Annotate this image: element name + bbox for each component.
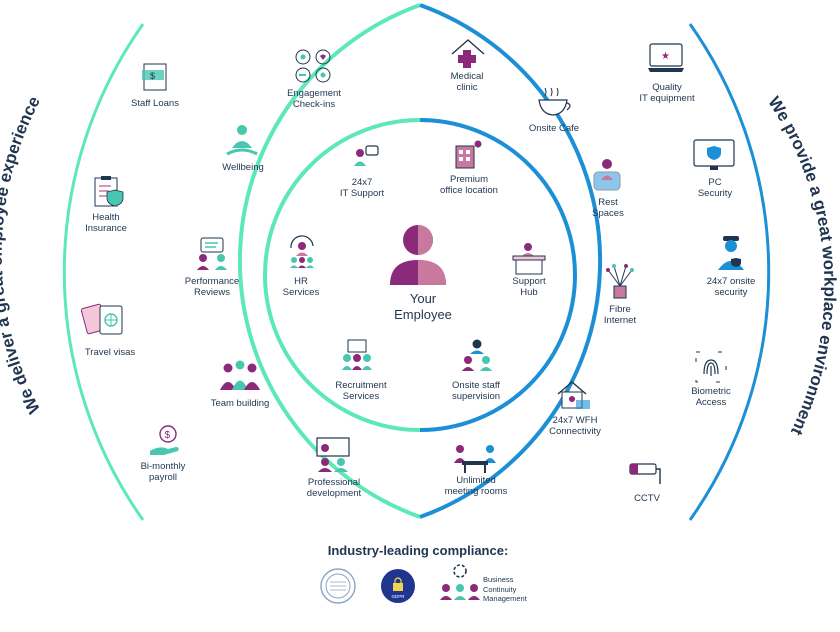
bimonthly-payroll-label: Bi-monthly payroll [140,461,186,483]
recruitment-services-label: Recruitment Services [335,380,387,402]
cctv-camera-icon [629,463,661,484]
premium-office-label: Premium office location [440,174,498,196]
travel-visas-label: Travel visas [84,347,136,358]
professional-development-label: Professional development [306,477,362,499]
svg-text:$: $ [165,430,171,441]
medical-clinic-label: Medical clinic [450,71,484,93]
office-building-icon [455,140,482,169]
pc-security-label: PC Security [697,177,733,199]
it-support-label: 24x7 IT Support [339,177,385,199]
onsite-security-label: 24x7 onsite security [706,276,756,298]
armchair-person-icon [593,159,621,191]
reception-desk-icon [512,243,546,275]
passport-ticket-icon [80,303,123,335]
performance-reviews-label: Performance Reviews [184,276,240,298]
chat-person-icon [354,145,379,166]
feedback-circles-icon [295,49,331,83]
left-title: We deliver a great employee experience [0,93,44,416]
wellbeing-label: Wellbeing [222,162,264,173]
laptop-star-icon: ★ [648,43,684,72]
clipboard-shield-icon [94,176,124,207]
team-group-icon [220,360,260,390]
money-document-icon: $ [142,63,167,91]
eu-lock-icon: GDPR [381,569,415,603]
employee-icon [390,225,446,285]
review-board-icon [197,237,227,270]
onsite-staff-supervision-label: Onsite staff supervision [451,380,501,402]
center-label: Your Employee [394,291,452,322]
meditation-icon [226,125,258,156]
fingerprint-icon [695,351,727,383]
inner-circle-left [263,118,421,432]
right-title: We provide a great workplace environment [764,93,839,438]
unlimited-meeting-rooms-label: Unlimited meeting rooms [444,475,508,497]
svg-text:★: ★ [661,51,670,62]
medical-house-icon [451,39,485,68]
svg-text:$: $ [150,71,155,81]
rest-spaces-label: Rest Spaces [592,197,624,219]
team-building-label: Team building [210,398,270,409]
staff-loans-label: Staff Loans [131,98,179,109]
bcm-label: Business Continuity Management [483,575,527,603]
training-board-icon [316,437,350,472]
compliance-title: Industry-leading compliance: [327,543,509,558]
biometric-access-label: Biometric Access [691,386,731,408]
cctv-label: CCTV [634,493,660,504]
meeting-table-icon [454,445,496,473]
fibre-optic-icon [606,264,634,299]
certification-seal-icon [320,568,356,604]
svg-text:GDPR: GDPR [391,594,405,599]
people-cycle-icon [290,235,314,268]
fibre-internet-label: Fibre Internet [603,304,637,326]
gear-people-icon [440,564,480,600]
wfh-connectivity-label: 24x7 WFH Connectivity [549,415,601,437]
hr-services-label: HR Services [282,276,320,298]
onsite-cafe-label: Onsite Cafe [528,123,580,134]
engagement-checkins-label: Engagement Check-ins [287,88,341,110]
home-laptop-icon [557,381,590,409]
security-guard-icon [718,236,744,270]
outer-right-arc [688,23,771,521]
team-hierarchy-icon [462,339,492,371]
support-hub-label: Support Hub [512,276,546,298]
interview-icon [342,339,372,370]
outer-left-arc [62,23,145,521]
quality-it-equipment-label: Quality IT equipment [639,82,695,104]
middle-circle-right [419,3,603,519]
middle-circle-left [237,3,421,519]
hand-coin-icon: $ [150,425,179,455]
health-insurance-label: Health Insurance [85,212,127,234]
monitor-shield-icon [693,139,735,170]
inner-circle-right [419,118,577,432]
coffee-cup-icon [538,87,571,116]
